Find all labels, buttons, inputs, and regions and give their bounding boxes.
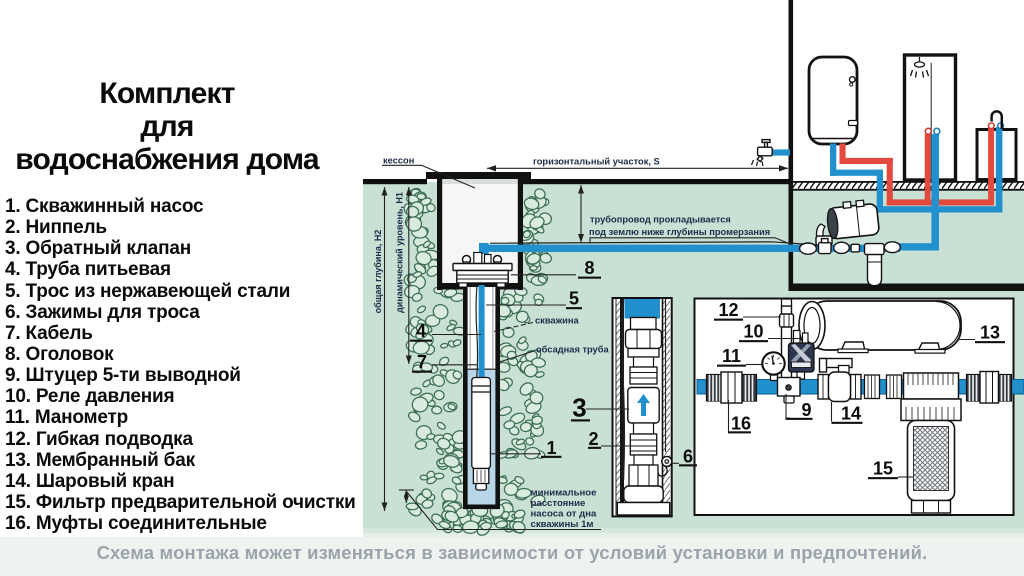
svg-text:10: 10 — [743, 322, 763, 342]
svg-text:15: 15 — [873, 459, 893, 479]
svg-text:кессон: кессон — [383, 156, 414, 166]
svg-text:11: 11 — [722, 346, 741, 366]
svg-text:трубопровод прокладывается: трубопровод прокладывается — [590, 215, 731, 225]
svg-text:14: 14 — [841, 404, 861, 424]
svg-text:динамический уровень, Н1: динамический уровень, Н1 — [395, 192, 405, 313]
svg-text:16: 16 — [731, 414, 751, 434]
svg-text:расстояние: расстояние — [531, 498, 586, 509]
svg-text:9: 9 — [801, 400, 811, 420]
svg-text:под землю ниже глубины про: под землю ниже глубины промерзания — [589, 227, 770, 237]
svg-text:минимальное: минимальное — [531, 488, 597, 499]
svg-text:3: 3 — [572, 393, 586, 423]
svg-text:12: 12 — [718, 300, 738, 320]
svg-text:2: 2 — [588, 429, 598, 449]
svg-text:общая глубина, Н2: общая глубина, Н2 — [373, 230, 383, 314]
svg-text:8: 8 — [584, 258, 594, 278]
svg-text:7: 7 — [417, 352, 427, 372]
svg-text:1: 1 — [546, 438, 556, 458]
svg-text:13: 13 — [980, 323, 1000, 343]
svg-text:скважина: скважина — [535, 316, 580, 326]
svg-text:4: 4 — [416, 321, 426, 341]
svg-text:обсадная труба: обсадная труба — [536, 345, 609, 355]
svg-text:6: 6 — [683, 447, 693, 467]
svg-text:5: 5 — [569, 289, 579, 309]
svg-text:насоса от дна: насоса от дна — [531, 509, 598, 520]
svg-text:скважины 1м: скважины 1м — [531, 519, 594, 530]
svg-text:горизонтальный участок, S: горизонтальный участок, S — [533, 157, 660, 167]
